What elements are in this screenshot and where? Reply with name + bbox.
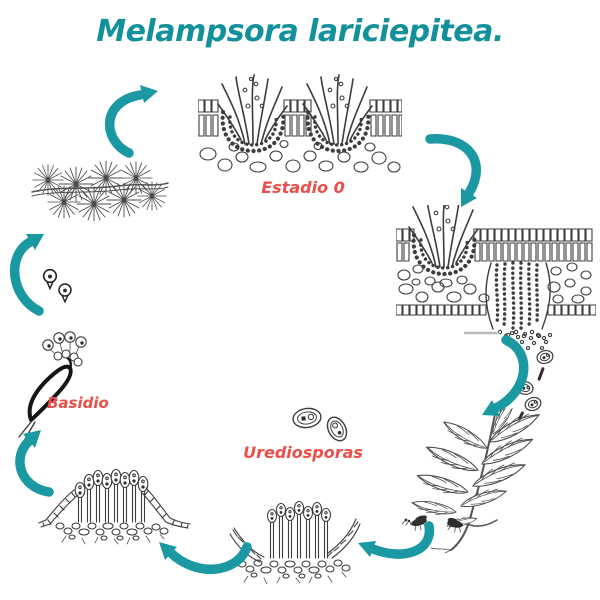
arrow-stage0-to-aecium-section-icon (425, 134, 482, 207)
urediospore (326, 416, 348, 442)
stage0-label: Estadio 0 (261, 178, 345, 197)
telium-cross-section (38, 468, 191, 545)
arrow-larch-to-stage0-icon (104, 85, 158, 158)
arrow-willow-to-uredinium-icon (358, 521, 434, 559)
diagram-title: Melampsora lariciepitea. (96, 14, 504, 49)
catkin (411, 515, 428, 531)
urediospores-label: Urediosporas (243, 443, 363, 462)
arrow-aecium-to-willow-icon (482, 335, 529, 416)
basidium-with-basidiospores (18, 331, 87, 440)
arrow-telium-to-basidium-icon (15, 430, 54, 497)
basidiospores-on-sterigmata (42, 331, 87, 351)
spongy-mesophyll (397, 262, 592, 304)
leaf-cross-section-with-spermogonia (198, 74, 402, 173)
arrow-uredinium-to-telium-icon (159, 542, 252, 575)
epidermis-flap (38, 487, 191, 529)
leaf-cross-section-with-aecium (396, 205, 596, 338)
basidium-label: Basidio (47, 394, 109, 412)
willow-branch (401, 408, 544, 553)
uredinium-cross-section (229, 500, 361, 584)
urediospores-pair (292, 407, 348, 442)
catkin (447, 517, 463, 533)
basal-cells (55, 522, 169, 545)
urediospore (292, 407, 322, 429)
larch-twig-with-needles (31, 160, 169, 222)
arrow-basidium-to-larch-icon (9, 234, 44, 316)
spongy-mesophyll (199, 139, 401, 173)
basal-cells (237, 559, 351, 584)
insect (401, 518, 412, 526)
